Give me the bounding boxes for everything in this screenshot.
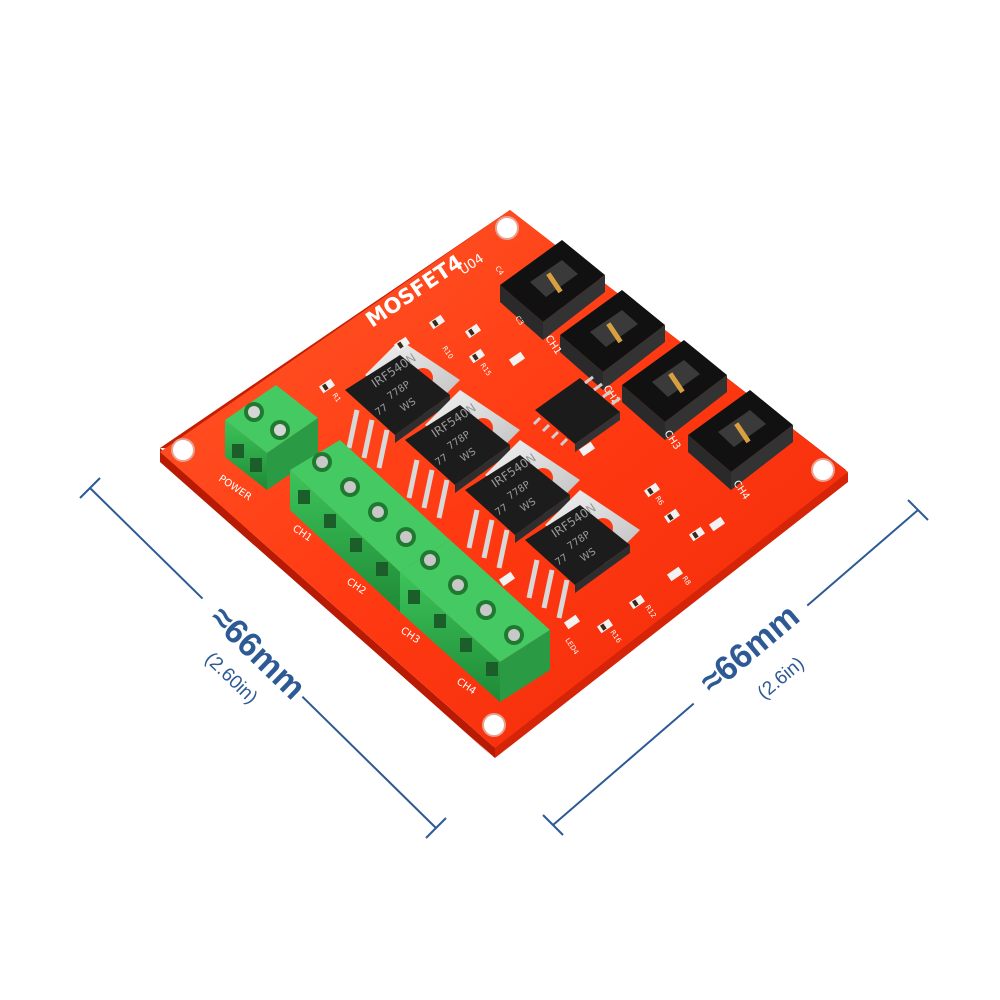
silk-label: R1 <box>330 392 342 404</box>
mosfet: IRF540N 778P 77 WS <box>465 440 580 569</box>
mosfet-transistors: IRF540N 778P 77 WS IRF540N 778P 77 WS IR… <box>345 340 640 619</box>
dimension-tick <box>907 499 929 521</box>
silk-label: R8 <box>680 575 692 587</box>
power-terminal <box>225 385 318 490</box>
mounting-hole <box>811 458 835 482</box>
smd-resistor <box>578 441 596 457</box>
dimension-tick <box>542 814 564 836</box>
output-terminals <box>290 440 550 702</box>
mosfet: IRF540N 778P 77 WS <box>345 340 460 469</box>
mounting-hole <box>495 216 519 240</box>
mosfet: IRF540N 778P 77 WS <box>405 390 520 519</box>
mosfet: IRF540N 778P 77 WS <box>525 490 640 619</box>
dimension-right: ≈66mm (2.6in) <box>542 499 929 836</box>
mounting-holes <box>171 216 835 737</box>
jst-connector <box>688 390 793 490</box>
ic-chip <box>532 375 621 452</box>
terminal-block <box>400 540 550 702</box>
smd-resistor <box>666 566 684 582</box>
pcb-edge-right <box>495 472 848 758</box>
input-connectors: CH1 CH2 CH3 CH4 <box>500 240 793 502</box>
jst-connector <box>622 340 727 440</box>
pcb-board <box>160 210 848 758</box>
smd-resistor <box>708 516 726 532</box>
dimension-tick <box>425 817 447 839</box>
dimension-left: ≈66mm (2.60in) <box>79 477 447 839</box>
mounting-hole <box>482 713 506 737</box>
mounting-hole <box>171 438 195 462</box>
jst-connector <box>500 240 605 340</box>
smd-resistor <box>563 614 581 630</box>
pcb-edge-left <box>160 452 495 758</box>
silk-label: C3 <box>513 315 525 327</box>
dimension-tick <box>79 477 101 499</box>
smd-resistor <box>508 351 526 367</box>
smd-resistor <box>498 571 516 587</box>
